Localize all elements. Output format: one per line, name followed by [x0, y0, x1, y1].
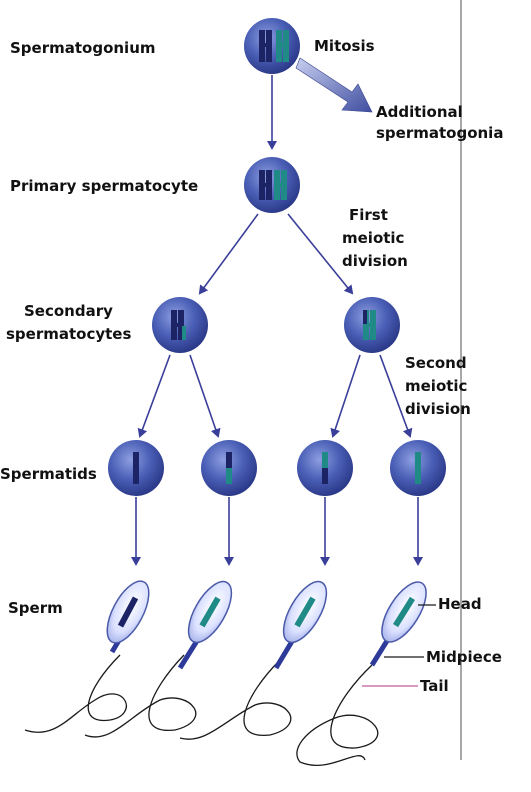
down-arrow-icon [137, 354, 171, 438]
sperm-cell [84, 580, 233, 738]
connector-arrows [131, 75, 423, 566]
down-arrow-icon [379, 354, 413, 438]
label-spermatocytes: spermatocytes [6, 325, 131, 343]
label-second-division: division [405, 400, 471, 418]
label-midpiece: Midpiece [426, 648, 502, 666]
spermatogonium-cell [244, 18, 300, 74]
label-tail: Tail [420, 677, 449, 695]
label-spermatogonium: Spermatogonium [10, 39, 156, 57]
label-second-meiotic: meiotic [405, 377, 467, 395]
label-head: Head [438, 595, 482, 613]
spermatid-cell [390, 440, 446, 496]
label-spermatids: Spermatids [0, 465, 97, 483]
down-arrow-icon [198, 213, 259, 295]
label-spermatogonia: spermatogonia [376, 124, 503, 142]
spermatid-cell [108, 440, 164, 496]
sperm-cell [296, 581, 427, 766]
spermatid-cell [201, 440, 257, 496]
down-arrow-icon [287, 213, 354, 295]
sperm-cell [24, 580, 150, 733]
sperm-cell [179, 580, 328, 740]
primary-spermatocyte-cell [244, 157, 300, 213]
label-first-meiotic: meiotic [342, 229, 404, 247]
down-arrow-icon [330, 354, 361, 438]
label-first: First [349, 206, 388, 224]
mitosis-arrow-icon [295, 57, 373, 113]
label-mitosis: Mitosis [314, 37, 375, 55]
label-first-division: division [342, 252, 408, 270]
label-secondary: Secondary [24, 302, 113, 320]
spermatid-cell [297, 440, 353, 496]
secondary-spermatocyte-cell [152, 297, 208, 353]
secondary-spermatocyte-cell [344, 297, 400, 353]
label-second: Second [405, 354, 467, 372]
down-arrow-icon [189, 354, 221, 438]
label-additional: Additional [376, 103, 463, 121]
label-sperm: Sperm [8, 599, 63, 617]
label-primary-spermatocyte: Primary spermatocyte [10, 177, 198, 195]
